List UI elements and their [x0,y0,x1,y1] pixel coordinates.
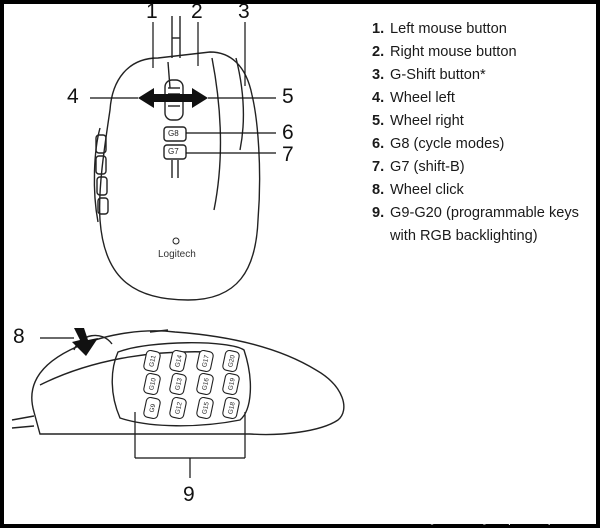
side-key-g19: G19 [222,372,240,396]
side-key-g20: G20 [222,349,240,373]
cable-side [11,415,35,421]
mouse-body-top [98,51,261,301]
side-key-g11: G11 [143,349,161,373]
side-key-label: G20 [227,354,236,368]
side-key-label: G12 [174,401,183,415]
legend-item-9: 9.G9-G20 (programmable keys with RGB bac… [372,205,579,244]
mouse-body-side [31,330,345,436]
diagram-frame [4,4,596,524]
callout-3: 3 [238,0,250,23]
side-key-label: G19 [227,377,236,391]
button-split [167,61,171,89]
legend-item-8: 8.Wheel click [372,182,464,198]
g8-label: G8 [168,129,179,138]
side-key-label: G16 [201,377,210,391]
side-key-label: G14 [174,354,183,368]
side-key-g14: G14 [169,349,187,373]
callout-9: 9 [183,483,195,506]
side-key-label: G10 [148,377,157,391]
side-key-label: G15 [201,401,210,415]
callout-2: 2 [191,0,203,23]
callout-1: 1 [146,0,158,23]
legend-item-7: 7.G7 (shift-B) [372,159,465,175]
legend-item-5: 5.Wheel right [372,113,464,129]
side-key-g9: G9 [143,396,161,420]
legend-item-3: 3.G-Shift button* [372,67,486,83]
side-key-label: G13 [174,377,183,391]
callout-4: 4 [67,85,79,108]
legend: 1.Left mouse button 2.Right mouse button… [372,18,596,248]
side-key-panel [111,342,252,427]
wheel-left-arrow [138,88,154,108]
callout-6: 6 [282,121,294,144]
side-key-g12: G12 [169,396,187,420]
g8-button [163,126,187,142]
watermark: [964x819]https://uplc.me/ [428,513,594,526]
side-key-label: G9 [149,403,158,413]
g7-label: G7 [168,147,179,156]
wheel-click-arrow [72,328,98,356]
legend-item-1: 1.Left mouse button [372,21,507,37]
wheel-right-arrow [192,88,208,108]
side-key-label: G17 [201,354,210,368]
callout-7: 7 [282,143,294,166]
g7-button [163,144,187,160]
legend-item-2: 2.Right mouse button [372,44,517,60]
side-key-g18: G18 [222,396,240,420]
side-key-g10: G10 [143,372,161,396]
side-key-g13: G13 [169,372,187,396]
side-key-g15: G15 [196,396,214,420]
brand-logo-text: Logitech [158,249,196,260]
callout-5: 5 [282,85,294,108]
side-wheel [73,334,113,351]
legend-item-4: 4.Wheel left [372,90,455,106]
callout-8: 8 [13,325,25,348]
side-key-g16: G16 [196,372,214,396]
side-key-label: G18 [227,401,236,415]
side-key-label: G11 [148,354,157,367]
side-key-g17: G17 [196,349,214,373]
legend-item-6: 6.G8 (cycle modes) [372,136,505,152]
